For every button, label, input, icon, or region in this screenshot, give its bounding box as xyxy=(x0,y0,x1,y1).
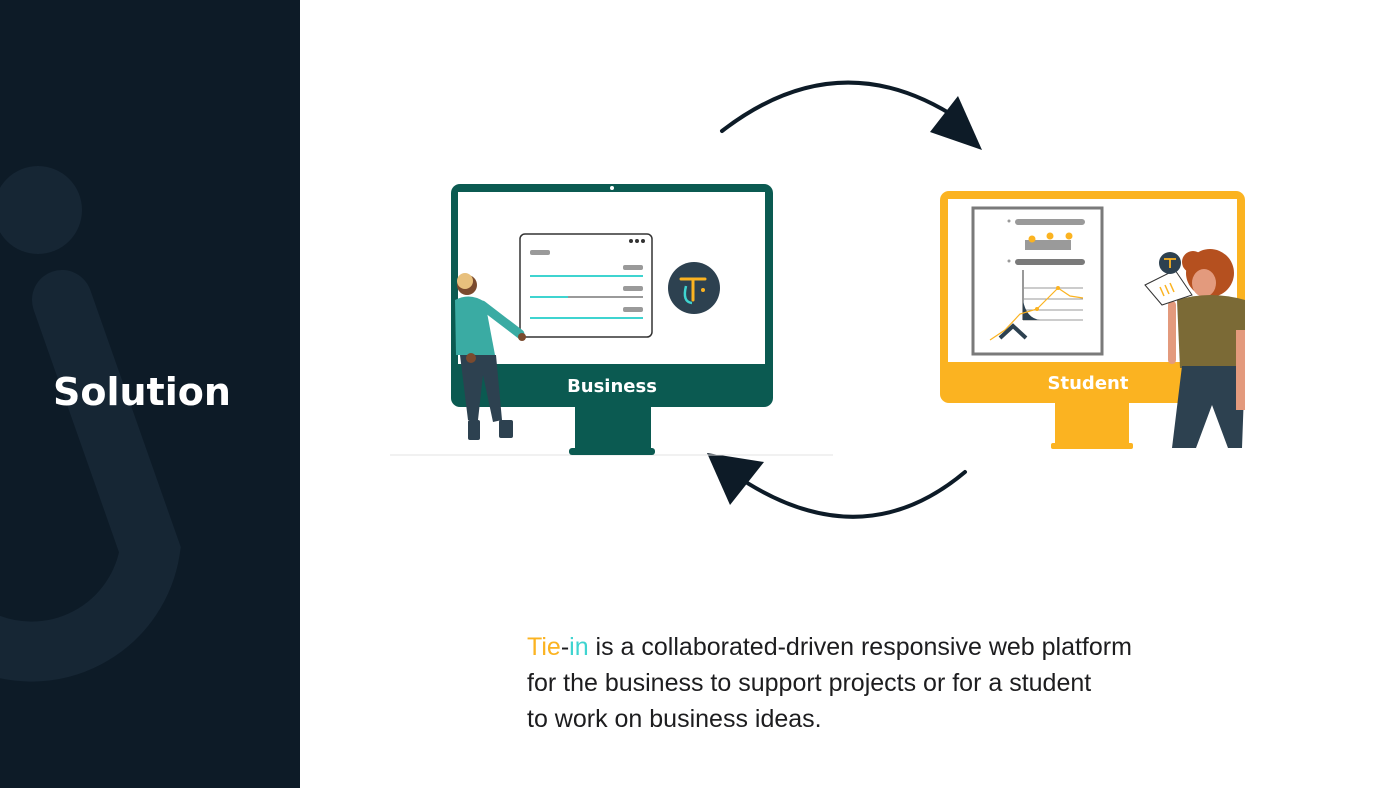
description-line-3: to work on business ideas. xyxy=(527,705,822,733)
student-label: Student xyxy=(1048,373,1129,394)
description-line-1: Tie-in is a collaborated-driven responsi… xyxy=(527,629,1247,665)
business-person xyxy=(455,273,526,440)
tie-in-watermark-icon xyxy=(0,166,181,682)
student-monitor: Student xyxy=(940,191,1245,449)
section-title: Solution xyxy=(53,370,231,414)
business-student-illustration: Business xyxy=(390,80,1245,519)
business-label: Business xyxy=(567,376,657,397)
business-monitor: Business xyxy=(390,184,833,456)
description-line-2: for the business to support projects or … xyxy=(527,669,1092,697)
cycle-arrow-top-icon xyxy=(720,80,982,150)
description-line-1-text: is a collaborated-driven responsive web … xyxy=(588,633,1132,661)
cycle-arrow-bottom-icon xyxy=(707,453,967,519)
sidebar: Solution xyxy=(0,0,300,788)
student-person xyxy=(1144,249,1245,448)
brand-dash: - xyxy=(560,633,570,661)
tie-in-logo-icon xyxy=(668,262,720,314)
brand-in: in xyxy=(569,633,589,661)
brand-tie: Tie xyxy=(527,633,561,661)
solution-description: Tie-in is a collaborated-driven responsi… xyxy=(527,629,1247,737)
